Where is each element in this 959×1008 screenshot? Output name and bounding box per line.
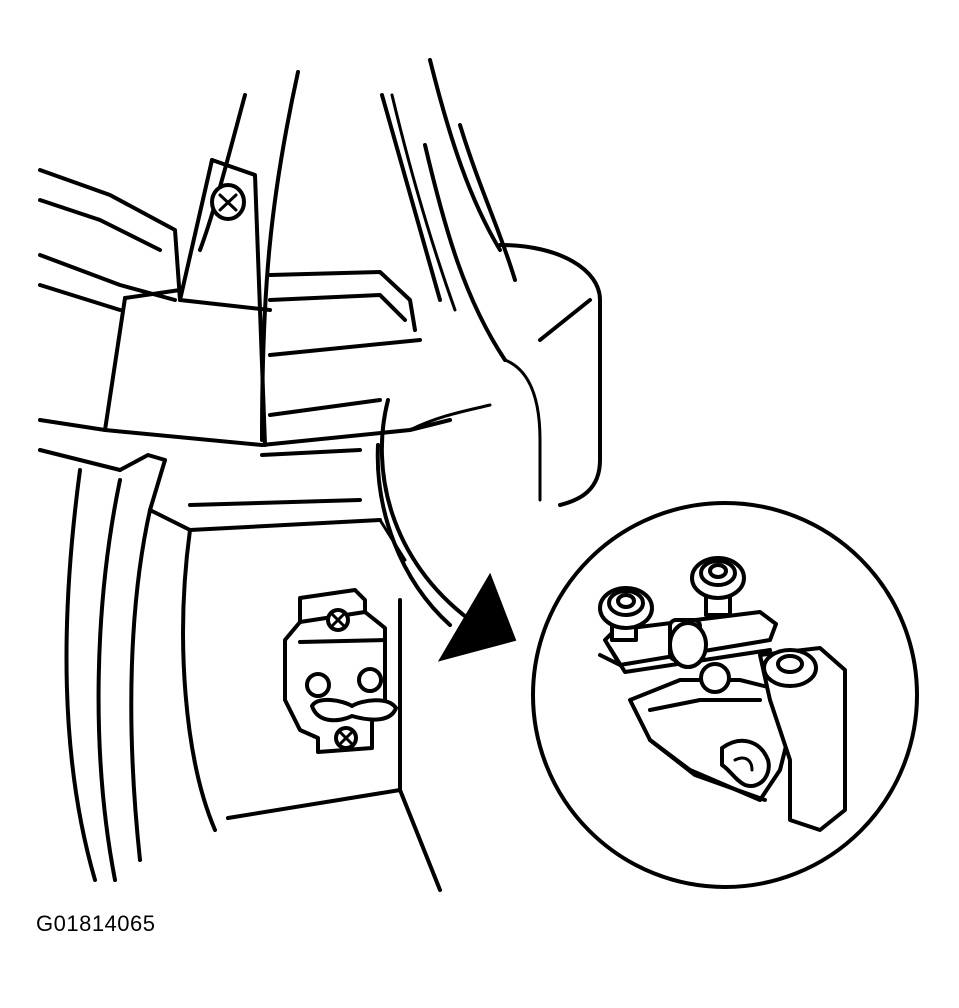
upper-hinge-bracket bbox=[38, 158, 272, 472]
detail-magnifier bbox=[531, 501, 919, 889]
lamp-housing bbox=[498, 243, 602, 507]
pillar-outline bbox=[198, 58, 517, 442]
figure-code: G01814065 bbox=[36, 911, 156, 936]
lower-hinge bbox=[283, 588, 398, 754]
body-rails bbox=[260, 270, 492, 457]
detail-hinge bbox=[598, 556, 847, 832]
door-shell bbox=[64, 453, 442, 892]
detail-arrow bbox=[375, 398, 517, 662]
